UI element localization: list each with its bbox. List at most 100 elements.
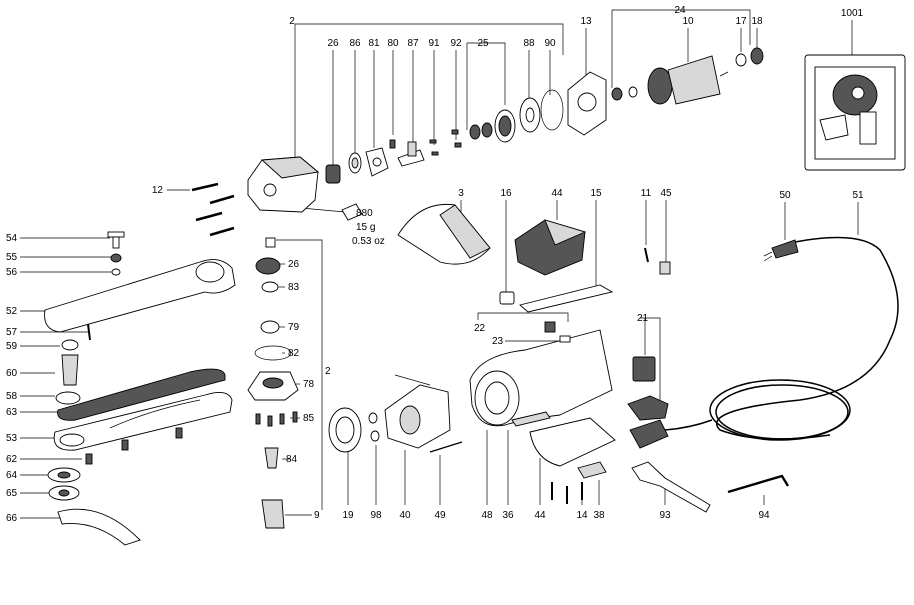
part-gear-head-2	[247, 156, 320, 213]
callout-59: 59	[6, 341, 18, 352]
part-switch-16	[499, 291, 515, 305]
callout-26-mid: 26	[288, 259, 300, 270]
part-cover-44-top	[514, 219, 587, 276]
part-screws-14	[551, 482, 583, 504]
callout-91: 91	[428, 38, 440, 49]
callout-51: 51	[852, 190, 864, 201]
callout-62: 62	[6, 454, 18, 465]
callout-9: 9	[314, 510, 320, 521]
callout-86: 86	[349, 38, 361, 49]
part-bearing-18	[750, 47, 764, 65]
callout-12: 12	[152, 185, 164, 196]
part-carbon-brush-holder-1001	[804, 54, 906, 171]
callout-50: 50	[779, 190, 791, 201]
part-plug-50	[763, 239, 799, 262]
callout-78: 78	[303, 379, 315, 390]
callout-2-top: 2	[289, 16, 295, 27]
callout-21: 21	[637, 313, 649, 324]
callout-22: 22	[474, 323, 486, 334]
callout-92: 92	[450, 38, 462, 49]
callout-3: 3	[458, 188, 464, 199]
callout-labels: 2 26 86 81 80 87 91 92 25 88 90 13 24 10…	[6, 5, 864, 524]
part-nut-65	[48, 485, 80, 501]
part-switch-rod-15	[519, 284, 614, 313]
callout-83: 83	[288, 282, 300, 293]
part-switch-block-22	[544, 321, 571, 343]
callout-87: 87	[407, 38, 419, 49]
part-pin-57	[87, 323, 91, 341]
leader-lines	[20, 9, 859, 519]
part-screws-62	[85, 427, 183, 465]
callout-82: 82	[288, 348, 300, 359]
callout-11: 11	[641, 188, 652, 199]
callout-55: 55	[6, 252, 18, 263]
part-wrench-93	[631, 461, 711, 513]
part-hex-key-94	[727, 474, 790, 494]
callout-48: 48	[481, 510, 493, 521]
part-cover-44-bottom	[529, 417, 616, 467]
callout-60: 60	[6, 368, 18, 379]
part-ring-90	[540, 89, 564, 131]
callout-16: 16	[500, 188, 512, 199]
part-stator-40	[384, 374, 451, 449]
callout-54: 54	[6, 233, 18, 244]
part-handle-3	[397, 203, 491, 265]
part-pins-92	[451, 129, 462, 148]
part-screw-54	[107, 231, 125, 249]
part-grease-880	[341, 203, 363, 221]
callout-2-mid: 2	[325, 366, 331, 377]
callout-84: 84	[286, 454, 298, 465]
part-gear-arm-53	[53, 391, 233, 451]
callout-80: 80	[387, 38, 399, 49]
callout-45: 45	[660, 188, 672, 199]
callout-17: 17	[735, 16, 747, 27]
part-spiral-gear-26-top	[325, 164, 341, 184]
part-ring-88	[519, 97, 541, 133]
part-pin-80	[389, 139, 396, 149]
part-pins-91	[429, 139, 439, 156]
callout-79: 79	[288, 322, 300, 333]
callout-52: 52	[6, 306, 18, 317]
callout-94: 94	[758, 510, 770, 521]
part-armature-10	[611, 55, 729, 105]
part-shaft-87	[397, 141, 425, 167]
callout-24: 24	[674, 5, 686, 16]
callout-15g: 15 g	[356, 222, 375, 233]
callout-81: 81	[368, 38, 380, 49]
callout-49: 49	[434, 510, 446, 521]
callout-13: 13	[580, 16, 592, 27]
callout-63: 63	[6, 407, 18, 418]
part-screw-11	[644, 247, 649, 263]
part-washer-56	[111, 268, 121, 276]
part-screws-12	[191, 182, 235, 237]
part-flange-13	[567, 71, 607, 136]
callout-14: 14	[576, 510, 588, 521]
part-flange-64	[47, 467, 81, 483]
part-ring-59	[61, 339, 79, 351]
part-spring-55	[110, 253, 122, 263]
part-fan-19	[328, 407, 362, 453]
callout-26-top: 26	[327, 38, 339, 49]
part-arm-52	[44, 259, 236, 333]
callout-40: 40	[399, 510, 411, 521]
callout-25: 25	[477, 38, 489, 49]
part-label-36	[511, 411, 551, 427]
callout-88: 88	[523, 38, 535, 49]
part-belt-63	[57, 368, 226, 421]
callout-66: 66	[6, 513, 18, 524]
callout-38: 38	[593, 510, 605, 521]
callout-85: 85	[303, 413, 315, 424]
part-plate-81	[365, 147, 389, 177]
callout-1001: 1001	[841, 8, 864, 19]
callout-18: 18	[751, 16, 763, 27]
part-gear-column	[247, 237, 299, 529]
part-capacitor-21	[627, 356, 669, 421]
callout-56: 56	[6, 267, 18, 278]
callout-98: 98	[370, 510, 382, 521]
callout-19: 19	[342, 510, 354, 521]
part-spindle-60	[61, 354, 79, 386]
callout-053oz: 0.53 oz	[352, 236, 385, 247]
part-bearing-set-25	[469, 109, 516, 143]
